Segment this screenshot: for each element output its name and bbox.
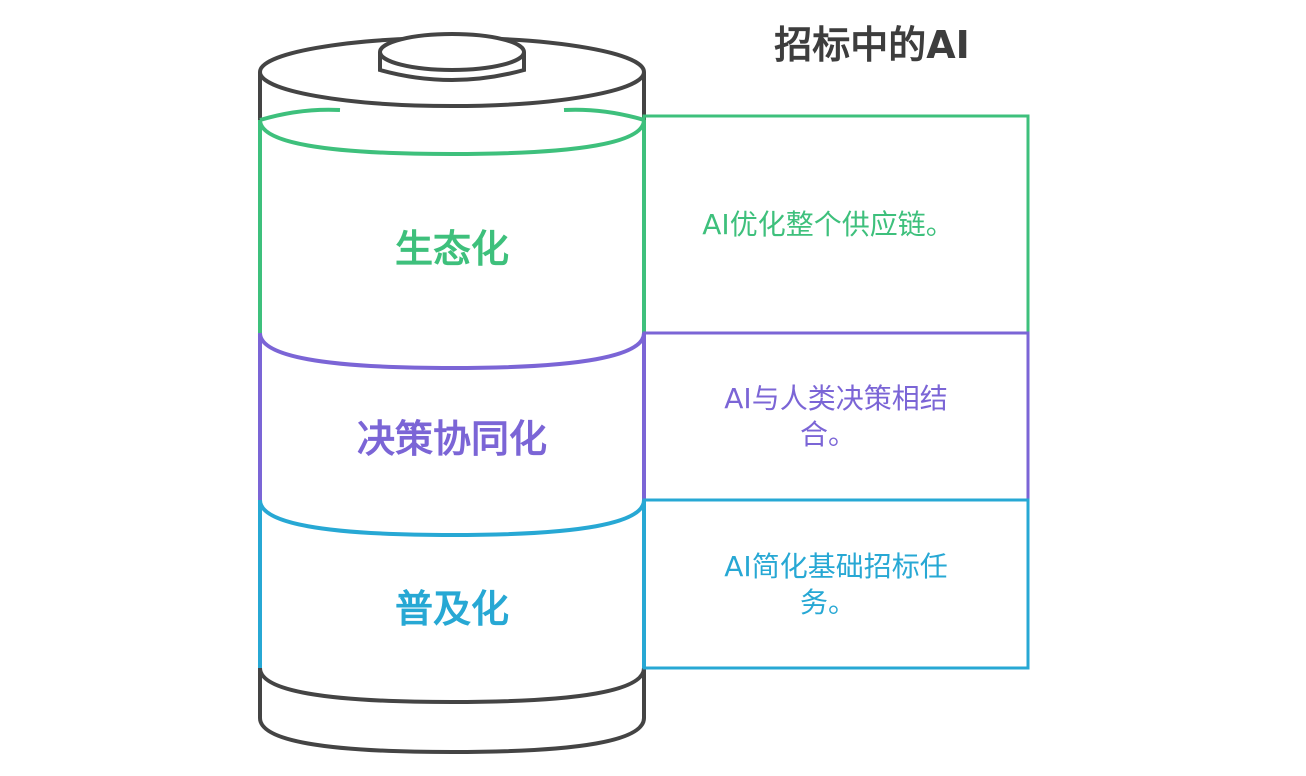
- description-box-blue: [642, 498, 1030, 670]
- description-decision-line-2: 合。: [800, 418, 856, 451]
- layer-label-popularization: 普及化: [395, 587, 509, 631]
- description-popularization-line-2: 务。: [800, 586, 856, 619]
- battery-base-sides: [258, 668, 646, 718]
- layer-label-ecosystem: 生态化: [395, 227, 509, 271]
- segment-green-top-back: [259, 107, 645, 122]
- battery-shape: [258, 32, 646, 755]
- description-popularization-line-1: AI简化基础招标任: [724, 550, 947, 583]
- segment-green-top-arc: [258, 119, 646, 157]
- segment-blue-sides: [258, 500, 646, 668]
- battery-base-top-arc: [258, 667, 646, 705]
- battery-top-band: [258, 72, 646, 120]
- description-box-purple: [642, 331, 1030, 502]
- description-decision-line-1: AI与人类决策相结: [724, 382, 947, 415]
- segment-blue-top-arc: [258, 499, 646, 538]
- description-ecosystem-line-1: AI优化整个供应链。: [702, 208, 953, 241]
- segment-purple-top-arc: [258, 332, 646, 371]
- battery-terminal-top: [378, 32, 526, 72]
- battery-base-bottom-arc: [258, 717, 646, 755]
- diagram-title: 招标中的AI: [774, 23, 970, 67]
- layer-label-decision-collaboration: 决策协同化: [357, 417, 547, 461]
